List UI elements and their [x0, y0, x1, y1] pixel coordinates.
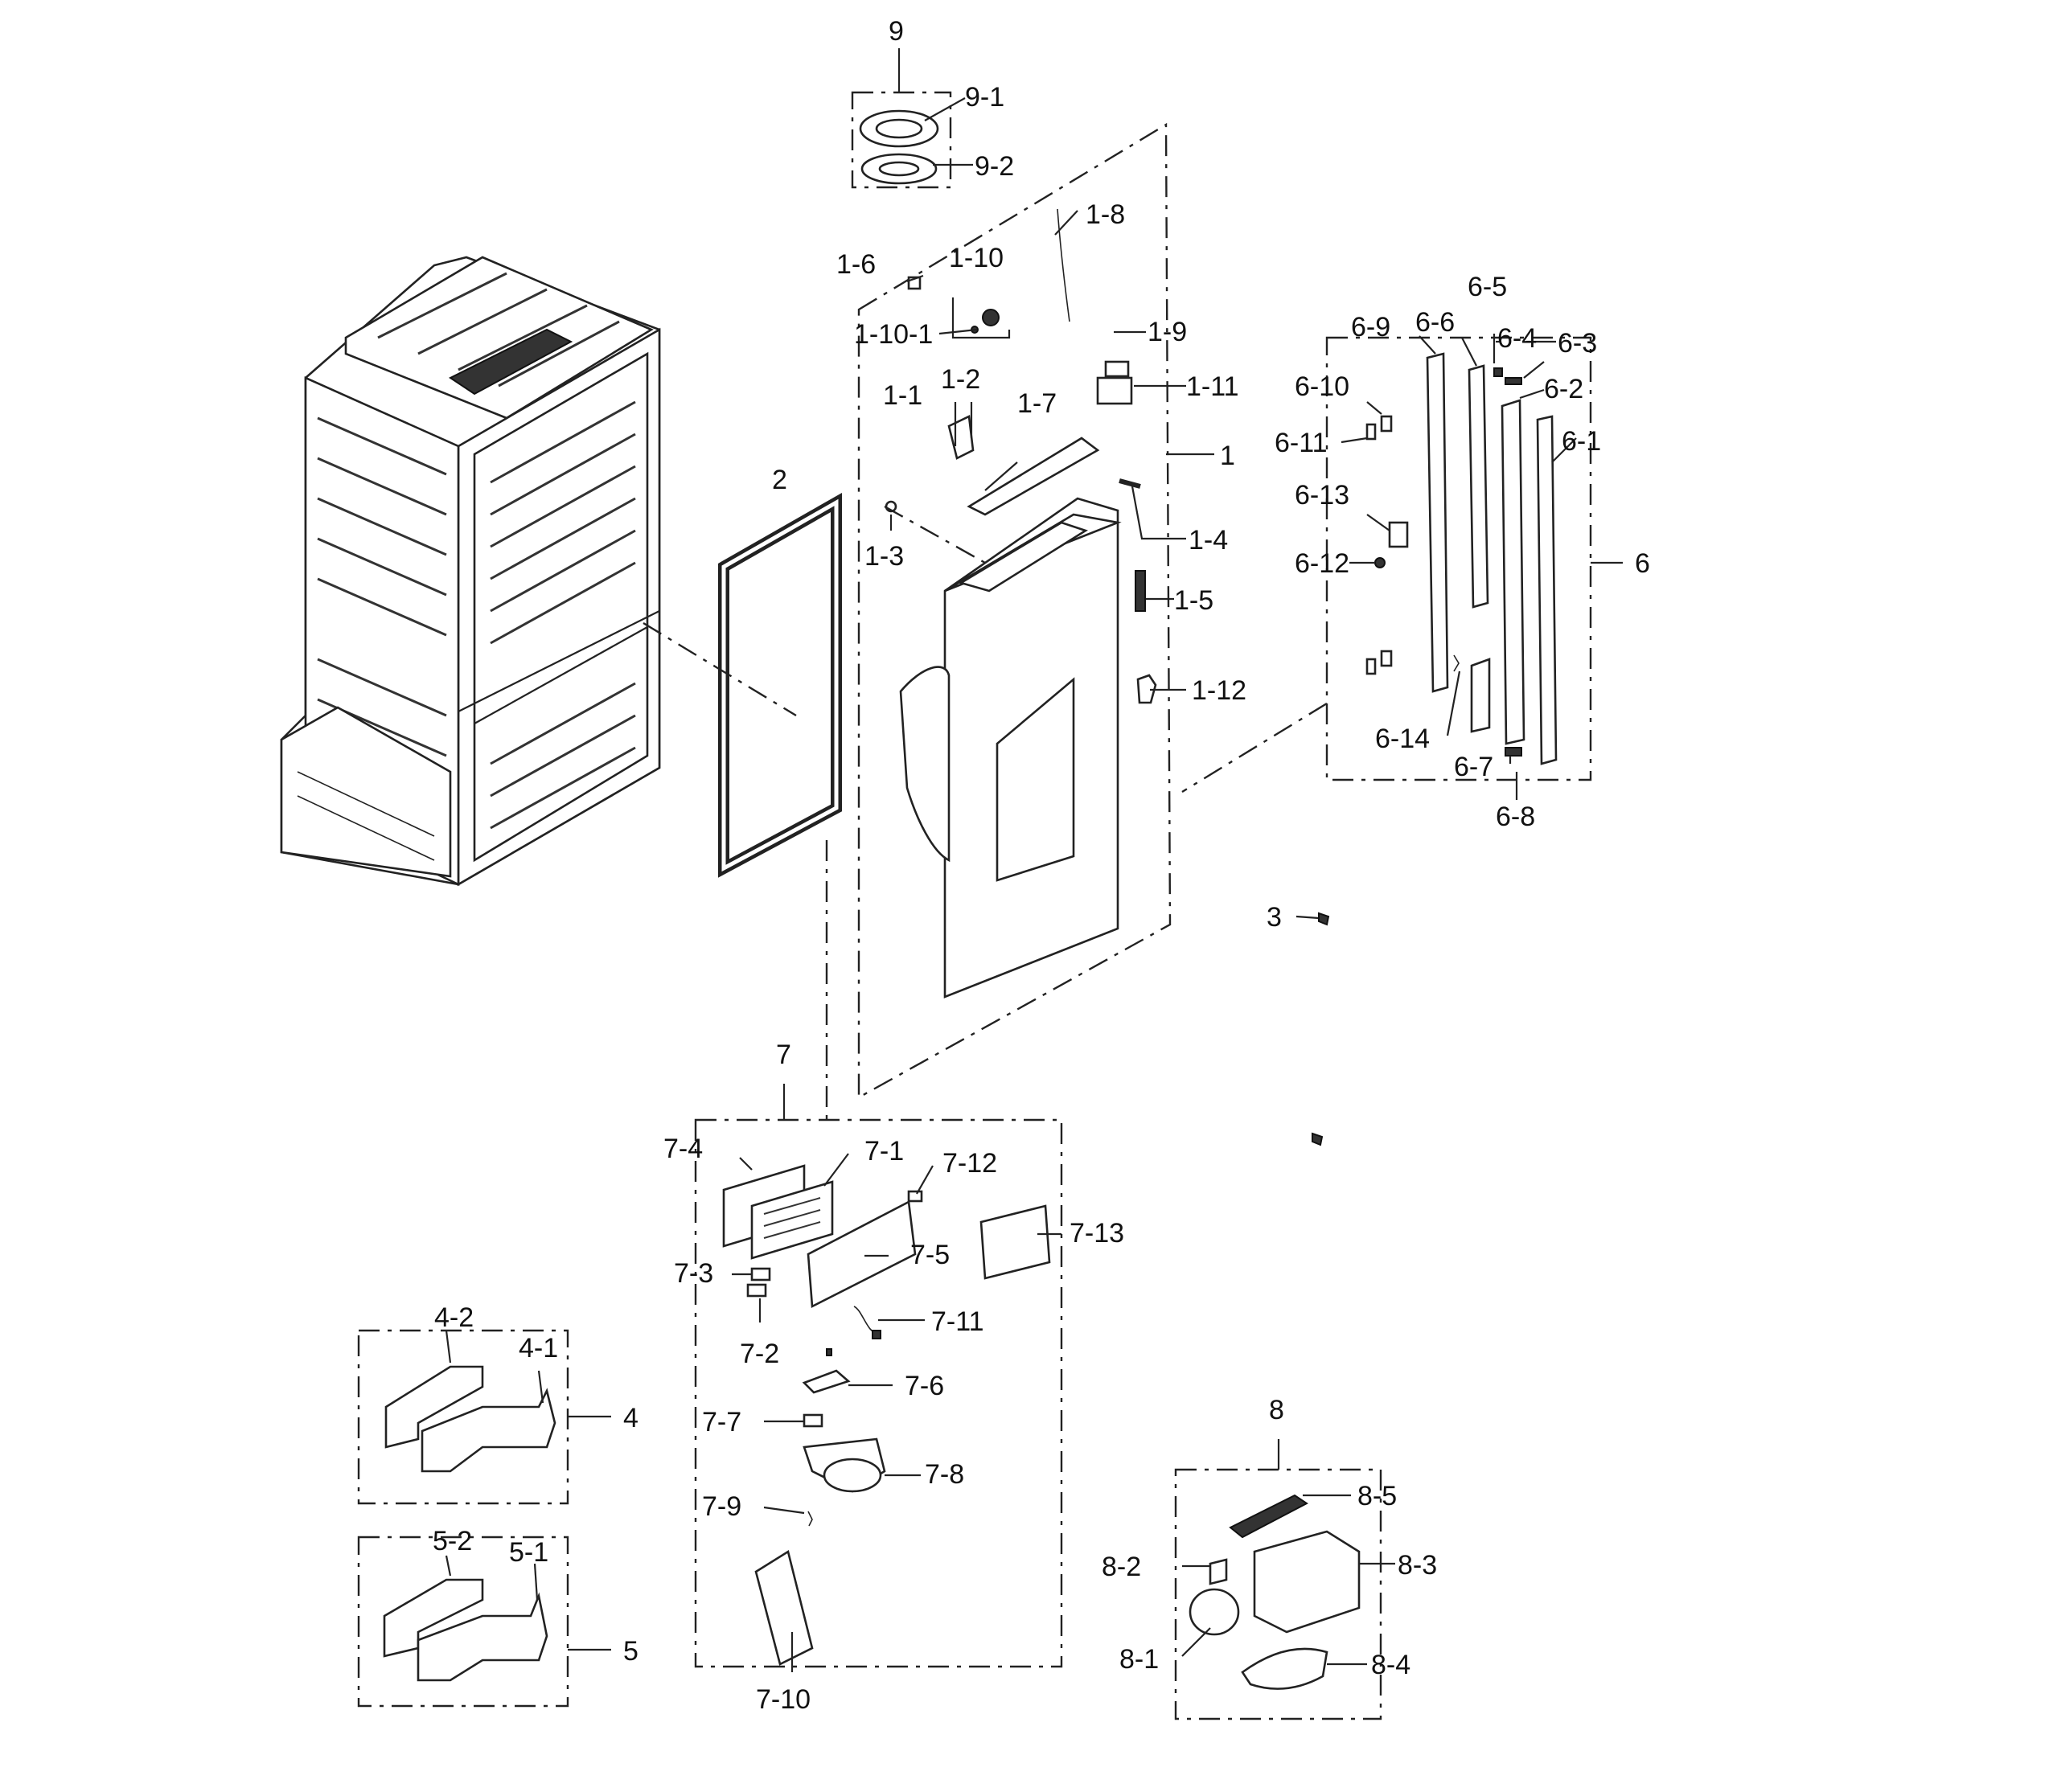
callout-1-12: 1-12 — [1192, 675, 1246, 706]
refrigerator-cabinet — [280, 256, 661, 887]
callout-6-7: 6-7 — [1454, 752, 1493, 782]
callout-5-2: 5-2 — [433, 1526, 472, 1556]
part-4-group — [357, 1329, 611, 1505]
callout-1-2: 1-2 — [941, 364, 980, 395]
callout-4-2: 4-2 — [434, 1302, 474, 1333]
callout-6-8: 6-8 — [1496, 802, 1535, 832]
callout-8-5: 8-5 — [1357, 1481, 1397, 1511]
callout-labels: 9 9-1 9-2 1-8 1-6 1-10 1-10-1 1-9 1-11 1… — [433, 16, 1650, 1715]
callout-7-6: 7-6 — [905, 1371, 944, 1401]
door-gasket — [643, 492, 842, 878]
callout-6-14: 6-14 — [1375, 724, 1430, 754]
callout-7-1: 7-1 — [864, 1136, 904, 1167]
callout-7-5: 7-5 — [910, 1240, 950, 1270]
callout-6-9: 6-9 — [1351, 312, 1390, 342]
callout-7-13: 7-13 — [1070, 1218, 1124, 1249]
callout-6-6: 6-6 — [1415, 307, 1455, 338]
callout-1: 1 — [1220, 441, 1235, 471]
callout-6-12: 6-12 — [1295, 548, 1349, 579]
callout-6-11: 6-11 — [1275, 428, 1328, 458]
part-8-group — [1174, 1439, 1395, 1720]
door-assembly-group — [857, 122, 1214, 1100]
door-trim-group — [1181, 334, 1623, 800]
callout-4-1: 4-1 — [519, 1333, 558, 1363]
callout-7-7: 7-7 — [702, 1407, 741, 1437]
callout-7-10: 7-10 — [756, 1684, 811, 1715]
callout-1-6: 1-6 — [836, 249, 876, 280]
callout-6-5: 6-5 — [1468, 272, 1507, 302]
callout-1-7: 1-7 — [1017, 388, 1057, 419]
callout-1-1: 1-1 — [883, 380, 922, 411]
callout-9-1: 9-1 — [965, 82, 1004, 113]
callout-6-10: 6-10 — [1295, 371, 1349, 402]
callout-8-4: 8-4 — [1371, 1650, 1410, 1680]
callout-7-12: 7-12 — [942, 1148, 997, 1179]
callout-1-10: 1-10 — [949, 243, 1004, 273]
callout-9: 9 — [889, 16, 904, 47]
callout-1-11: 1-11 — [1186, 371, 1239, 402]
callout-4: 4 — [623, 1403, 638, 1433]
callout-1-8: 1-8 — [1086, 199, 1125, 230]
callout-6-3: 6-3 — [1558, 328, 1597, 359]
callout-5-1: 5-1 — [509, 1537, 548, 1568]
part-9-group — [851, 48, 973, 189]
callout-6-4: 6-4 — [1497, 323, 1537, 354]
part-3-screw — [1295, 912, 1330, 1146]
callout-6-13: 6-13 — [1295, 480, 1349, 511]
callout-8-2: 8-2 — [1102, 1552, 1141, 1582]
callout-6: 6 — [1635, 548, 1650, 579]
callout-7-9: 7-9 — [702, 1491, 741, 1522]
callout-6-2: 6-2 — [1544, 374, 1583, 404]
callout-2: 2 — [772, 465, 787, 495]
callout-7-4: 7-4 — [663, 1134, 703, 1164]
callout-1-5: 1-5 — [1174, 585, 1213, 616]
callout-1-4: 1-4 — [1189, 525, 1228, 556]
callout-1-10-1: 1-10-1 — [854, 319, 933, 350]
callout-8-3: 8-3 — [1398, 1550, 1437, 1581]
callout-7: 7 — [776, 1040, 791, 1070]
callout-5: 5 — [623, 1636, 638, 1667]
callout-1-3: 1-3 — [864, 541, 904, 572]
callout-8-1: 8-1 — [1119, 1644, 1159, 1675]
callout-7-8: 7-8 — [925, 1459, 964, 1490]
callout-9-2: 9-2 — [975, 151, 1014, 182]
callout-7-11: 7-11 — [931, 1306, 984, 1337]
dispenser-group — [694, 840, 1063, 1672]
callout-6-1: 6-1 — [1562, 426, 1601, 457]
callout-7-3: 7-3 — [674, 1258, 713, 1289]
callout-3: 3 — [1267, 902, 1282, 933]
callout-8: 8 — [1269, 1395, 1284, 1425]
callout-7-2: 7-2 — [740, 1339, 779, 1369]
callout-1-9: 1-9 — [1148, 317, 1187, 347]
part-5-group — [357, 1536, 611, 1708]
